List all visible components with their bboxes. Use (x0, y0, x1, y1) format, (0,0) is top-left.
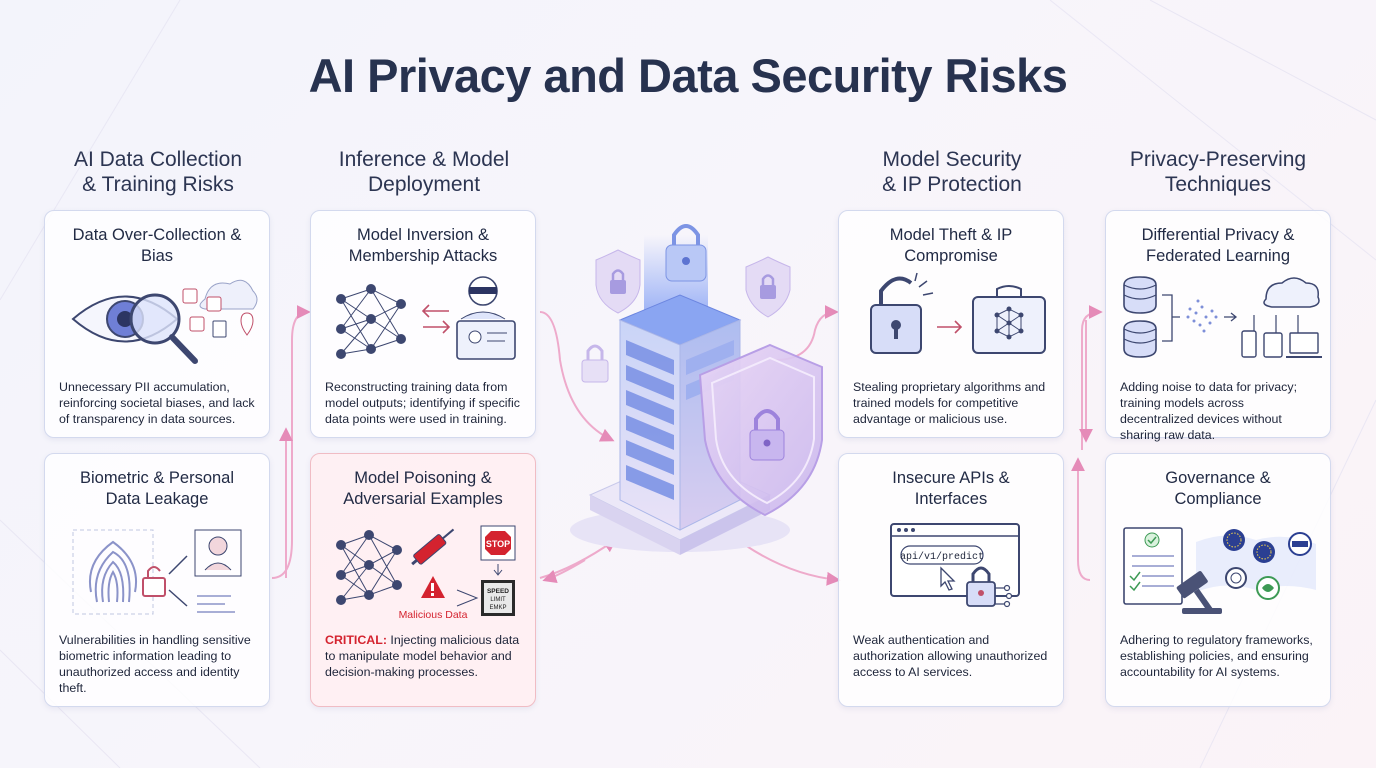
page-title: AI Privacy and Data Security Risks (308, 49, 1068, 102)
api-window-lock-icon: api/v1/predict (890, 523, 1020, 608)
secure-server-shield-icon (570, 224, 823, 555)
card-title: Model Theft & IP Compromise (889, 226, 1013, 265)
card-description: Stealing proprietary algorithms and trai… (853, 380, 1046, 426)
speed-sign-line1: SPEED (487, 588, 509, 595)
column-heading-model-security: Model Security & IP Protection (882, 148, 1022, 196)
card-governance: Governance & Compliance Adhering to regu… (1105, 453, 1331, 707)
card-title: Insecure APIs & Interfaces (892, 469, 1010, 508)
card-model-theft: Model Theft & IP Compromise Stealing pro… (838, 210, 1064, 438)
column-heading-inference: Inference & Model Deployment (338, 148, 510, 196)
speed-sign-line3: EMKP (489, 605, 506, 611)
card-biometric-leakage: Biometric & Personal Data Leakage Vulner… (44, 453, 270, 707)
card-insecure-apis: Insecure APIs & Interfaces api/v1/predic… (838, 453, 1064, 707)
malicious-data-label: Malicious Data (399, 609, 468, 621)
card-title: Model Inversion & Membership Attacks (348, 226, 498, 265)
database-noise-cloud-icon (1123, 276, 1322, 358)
card-title: Differential Privacy & Federated Learnin… (1141, 226, 1295, 265)
eye-magnifier-icon (71, 279, 258, 364)
card-title: Model Poisoning & Adversarial Examples (343, 469, 503, 508)
card-model-inversion: Model Inversion & Membership Attacks Rec… (310, 210, 536, 438)
card-title: Biometric & Personal Data Leakage (79, 469, 235, 508)
card-description: CRITICAL: Injecting malicious data to ma… (325, 633, 520, 679)
card-model-poisoning: Model Poisoning & Adversarial Examples M… (310, 453, 536, 707)
critical-label: CRITICAL: (325, 633, 387, 647)
card-description: Adhering to regulatory frameworks, estab… (1120, 633, 1313, 679)
speed-sign-line2: LIMIT (490, 597, 506, 603)
card-description: Unnecessary PII accumulation, reinforcin… (59, 380, 255, 426)
card-differential-privacy: Differential Privacy & Federated Learnin… (1105, 210, 1331, 442)
card-description: Adding noise to data for privacy; traini… (1120, 380, 1298, 442)
card-description: Reconstructing training data from model … (325, 380, 520, 426)
stop-sign-text: STOP (486, 539, 510, 549)
card-title: Governance & Compliance (1165, 469, 1271, 508)
neural-net-hacker-icon (336, 276, 516, 360)
fingerprint-icon (72, 529, 242, 615)
card-description: Vulnerabilities in handling sensitive bi… (59, 633, 251, 695)
column-heading-privacy-preserving: Privacy-Preserving Techniques (1129, 148, 1307, 196)
column-heading-collection: AI Data Collection & Training Risks (73, 148, 243, 196)
card-title: Data Over-Collection & Bias (72, 226, 242, 265)
poisoned-neural-net-icon: Malicious Data STOP SPEED LIMIT EMKP (336, 525, 516, 621)
card-data-overcollection: Data Over-Collection & Bias Unnecessary … (44, 210, 270, 438)
document-gavel-map-icon (1123, 527, 1316, 614)
broken-lock-briefcase-icon (870, 272, 1046, 354)
card-description: Weak authentication and authorization al… (853, 633, 1048, 679)
api-endpoint-text: api/v1/predict (900, 551, 984, 563)
